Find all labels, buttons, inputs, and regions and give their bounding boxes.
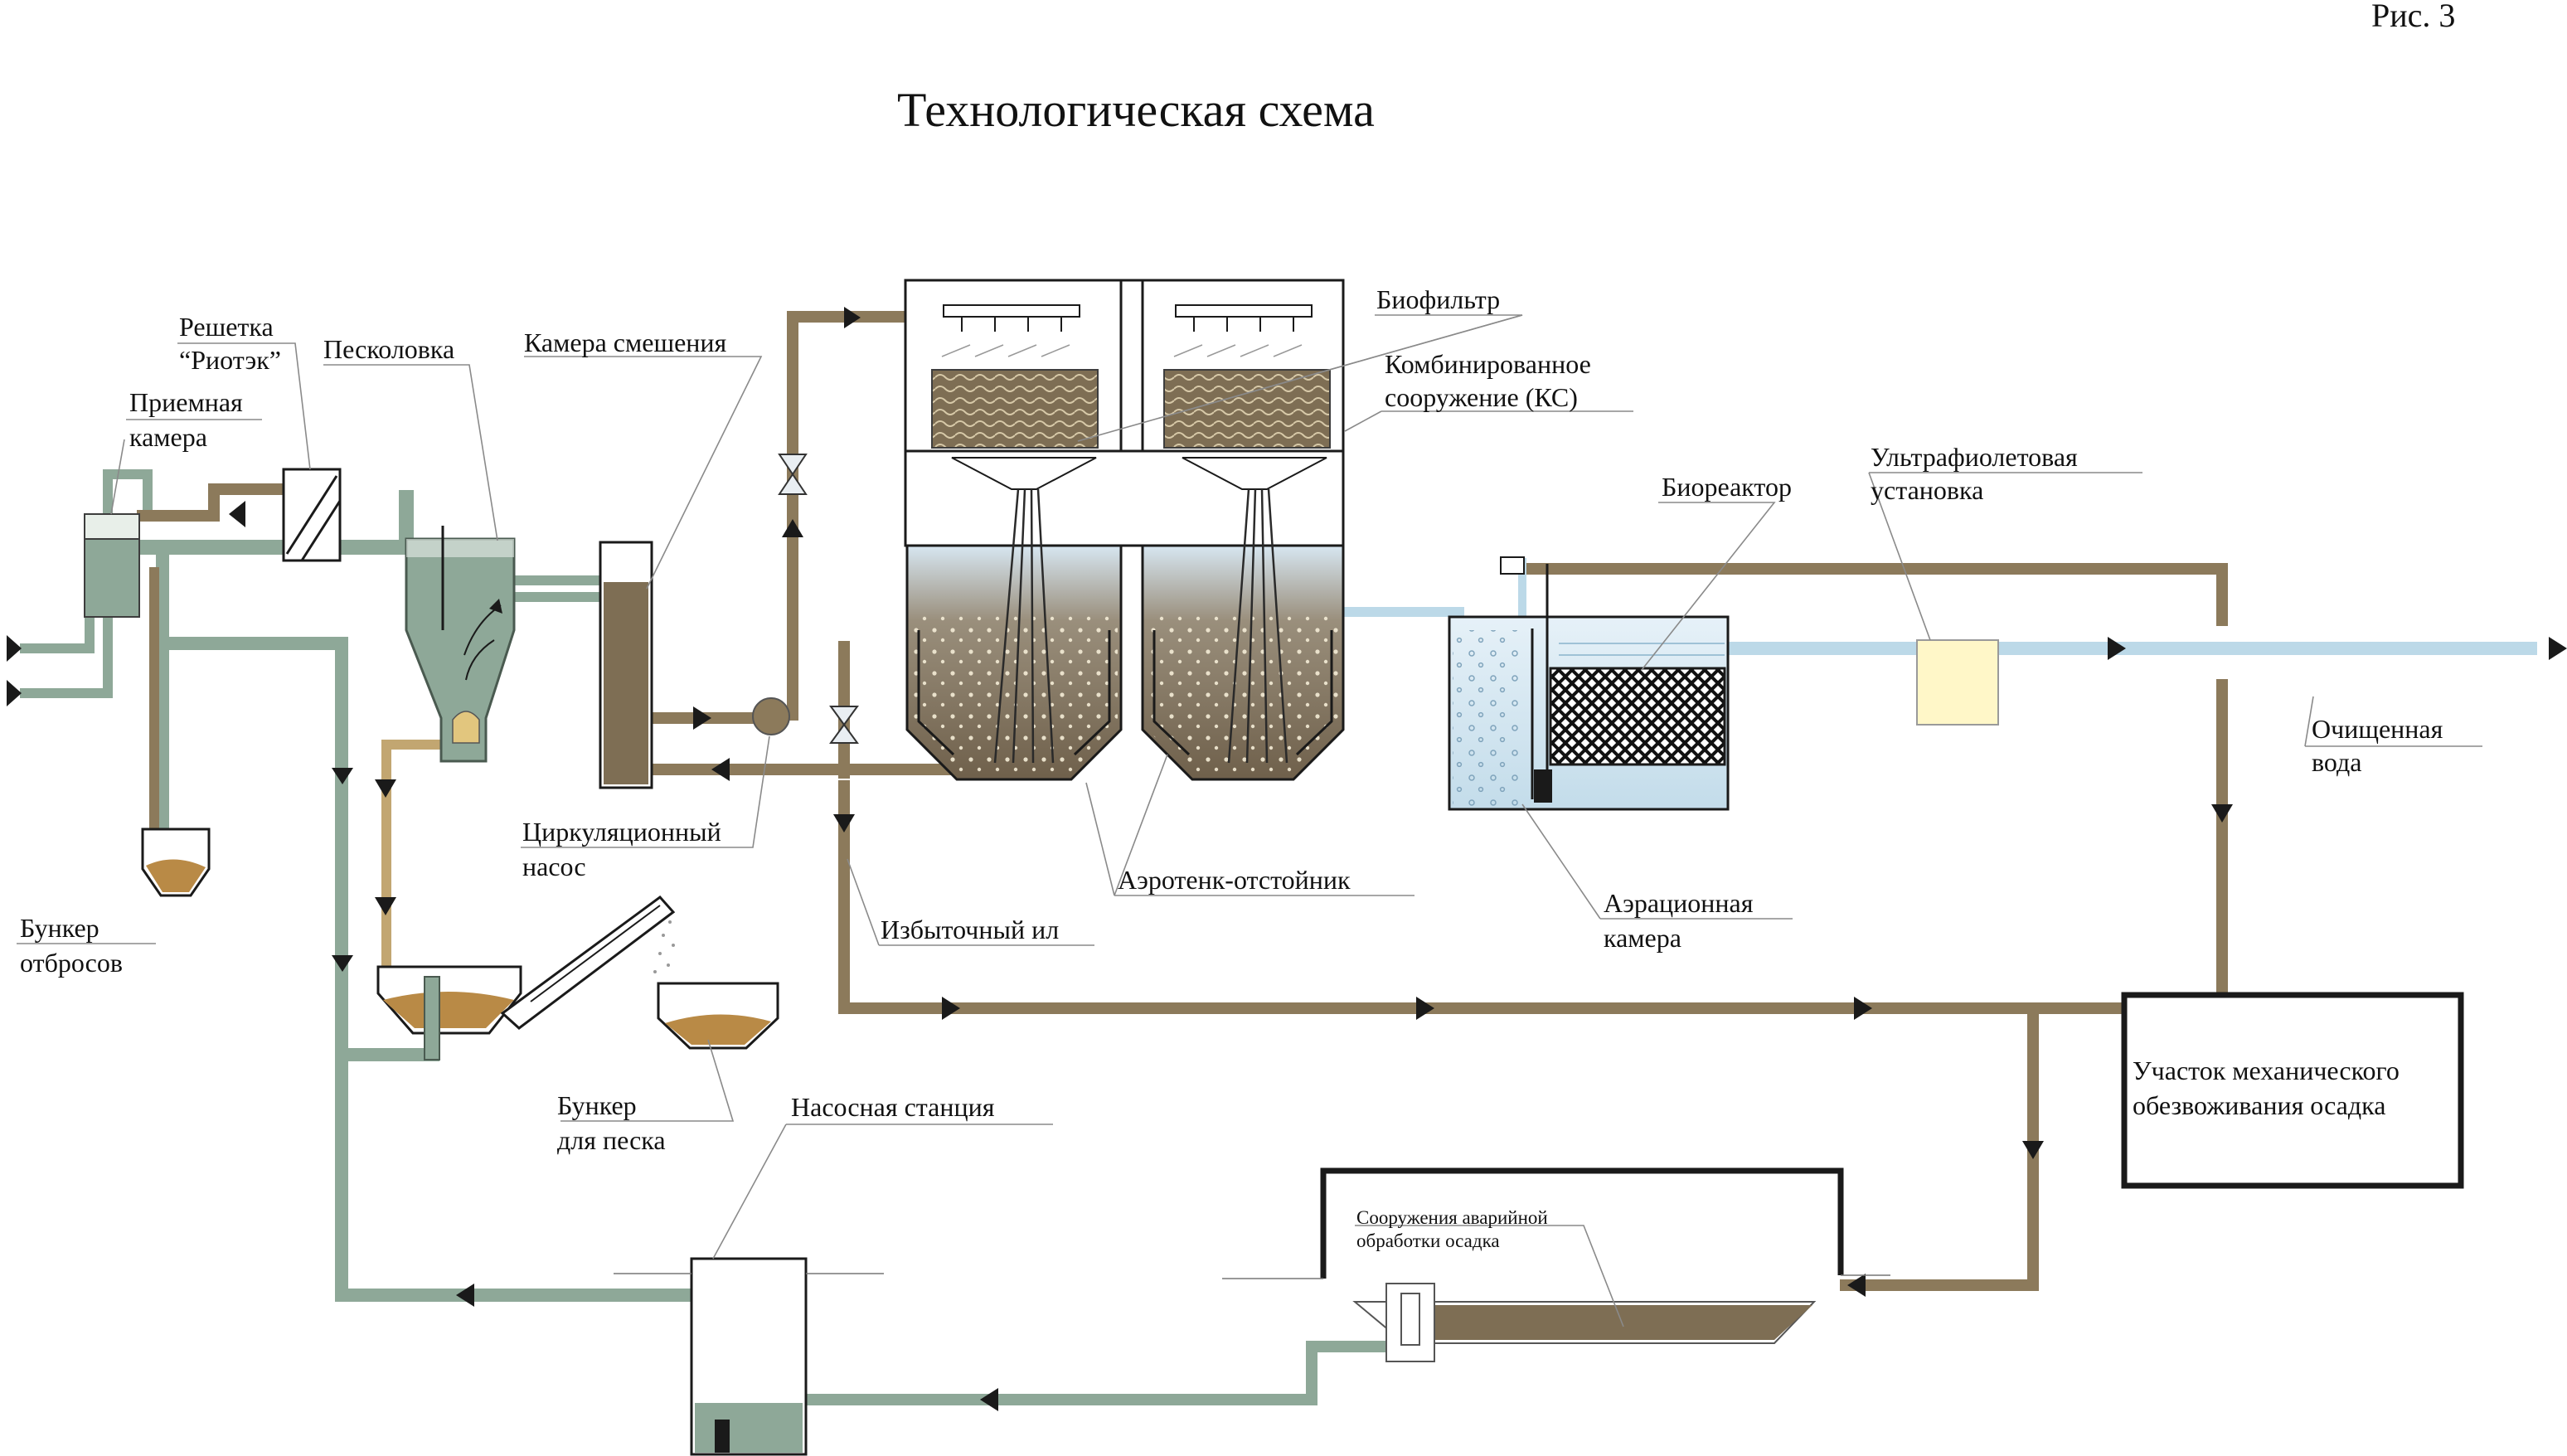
mixing-chamber xyxy=(599,541,653,789)
sand-trap xyxy=(405,526,516,763)
ground-lines xyxy=(614,1273,1890,1279)
distribution-funnels xyxy=(951,457,1327,490)
label-screen: Решетка xyxy=(179,312,274,342)
flow-arrows xyxy=(7,307,2567,1411)
label-uv-unit: Ультрафиолетовая xyxy=(1871,442,2078,472)
label-aeration-chamber: Аэрационная xyxy=(1604,888,1754,918)
dewatering-unit xyxy=(2121,992,2464,1189)
label-clean-water-2: вода xyxy=(2312,747,2361,777)
waste-bunker-fill xyxy=(146,859,206,892)
label-aeration-chamber-2: камера xyxy=(1604,923,1681,953)
label-circulation-pump-2: насос xyxy=(522,852,586,881)
label-bioreactor: Биореактор xyxy=(1662,472,1792,502)
receiving-chamber xyxy=(84,513,140,618)
label-sand-bunker: Бункер xyxy=(557,1090,637,1120)
label-uv-unit-2: установка xyxy=(1871,475,1983,505)
aerotank-settler-left xyxy=(905,488,1123,781)
circulation-pump xyxy=(752,697,790,735)
label-circulation-pump: Циркуляционный xyxy=(522,817,721,847)
label-receiving-chamber-2: камера xyxy=(129,422,207,452)
sand-pipe xyxy=(381,740,446,967)
label-excess-sludge: Избыточный ил xyxy=(881,915,1059,944)
label-pump-station: Насосная станция xyxy=(791,1092,995,1122)
label-aerotank-settler: Аэротенк-отстойник xyxy=(1118,865,1351,895)
biofilter-left xyxy=(931,304,1099,449)
label-combined-structure: Комбинированное xyxy=(1385,349,1591,379)
aerotank-settler-right xyxy=(1141,488,1345,781)
sand-separator xyxy=(376,895,676,1060)
leader-lines xyxy=(17,314,2482,1327)
label-dewatering-2: обезвоживания осадка xyxy=(2133,1090,2385,1120)
label-dewatering: Участок механического xyxy=(2133,1056,2400,1085)
label-combined-structure-2: сооружение (КС) xyxy=(1385,382,1578,412)
label-screen-name: “Риотэк” xyxy=(179,345,281,375)
valve xyxy=(778,454,808,495)
label-clean-water: Очищенная xyxy=(2312,714,2443,744)
label-mixing-chamber: Камера смешения xyxy=(524,328,727,357)
figure-number: Рис. 3 xyxy=(2371,0,2455,34)
riotek-screen xyxy=(282,468,342,562)
emergency-sludge-facility xyxy=(1320,1167,1844,1362)
label-waste-bunker: Бункер xyxy=(20,913,99,943)
pump-station xyxy=(690,1257,808,1456)
label-receiving-chamber: Приемная xyxy=(129,387,243,417)
bioreactor xyxy=(1549,643,1726,766)
label-sand-bunker-2: для песка xyxy=(557,1125,666,1155)
sand-bunker-fill xyxy=(665,1014,771,1045)
uv-unit xyxy=(1916,639,1999,726)
diagram-title: Технологическая схема xyxy=(897,83,1375,137)
label-emergency-sludge: Сооружения аварийной xyxy=(1356,1207,1548,1228)
label-waste-bunker-2: отбросов xyxy=(20,948,123,978)
label-biofilter: Биофильтр xyxy=(1376,284,1500,314)
valve xyxy=(829,706,859,744)
label-emergency-sludge-2: обработки осадка xyxy=(1356,1230,1500,1251)
label-sand-trap: Песколовка xyxy=(323,334,454,364)
